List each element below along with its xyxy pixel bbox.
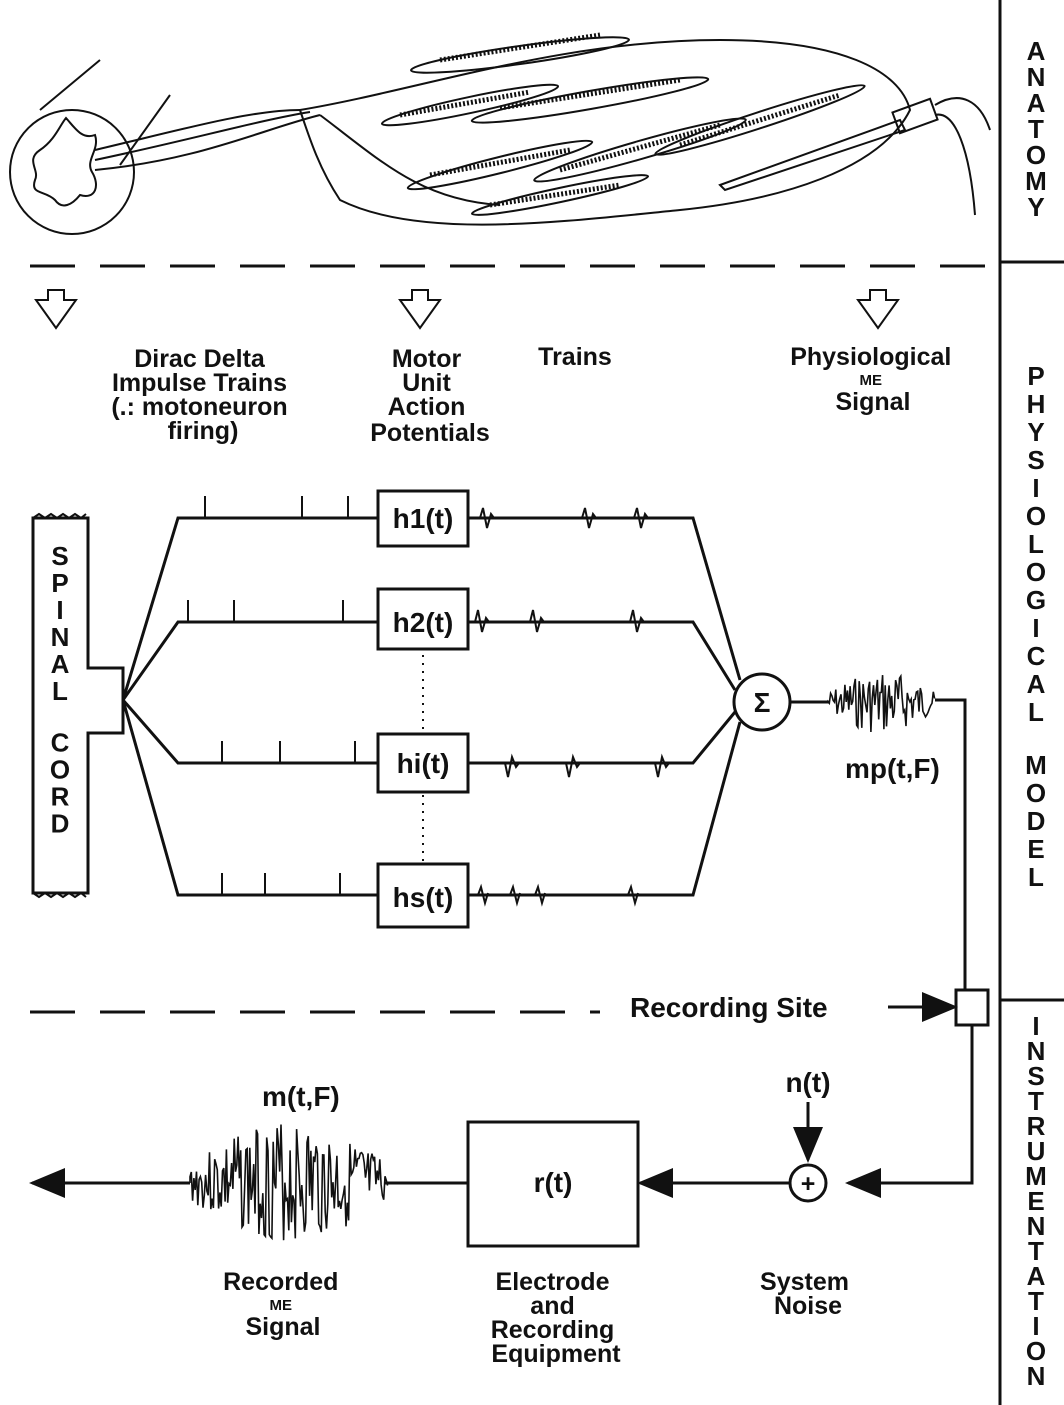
trains-label: Trains — [538, 343, 612, 371]
recording-site-label: Recording Site — [630, 992, 828, 1023]
physiological-signal-label: Physiological ME Signal — [790, 343, 956, 416]
recorded-me-signal-waveform — [189, 1124, 389, 1241]
physiological-me-signal-waveform — [827, 673, 936, 733]
hs-block: hs(t) — [376, 862, 470, 929]
noise-signal-label: n(t) — [785, 1067, 830, 1098]
h1-block: h1(t) — [376, 489, 470, 548]
muap-label: Motor Unit Action Potentials — [370, 345, 489, 447]
svg-text:r(t): r(t) — [534, 1167, 573, 1198]
motor-unit-branches — [121, 516, 742, 897]
dirac-delta-label: Dirac Delta Impulse Trains (.: motoneuro… — [111, 345, 294, 445]
spinal-cord-block — [31, 516, 125, 895]
impulse-train-spikes — [187, 496, 356, 895]
summation-node: Σ — [732, 672, 792, 732]
needle-electrode-icon — [718, 118, 907, 192]
svg-text:hs(t): hs(t) — [393, 882, 454, 913]
adder-node: + — [788, 1163, 828, 1203]
mp-signal-label: mp(t,F) — [845, 753, 940, 784]
recorded-signal-label: Recorded ME Signal — [223, 1268, 343, 1341]
anatomy-illustration — [9, 32, 991, 235]
down-arrow-icon — [34, 289, 78, 330]
spinal-cord-section-icon — [9, 109, 135, 235]
recording-site-node — [954, 988, 990, 1027]
electrode-equipment-label: Electrode and Recording Equipment — [491, 1268, 622, 1368]
muap-waveforms — [474, 507, 670, 907]
down-arrow-icon — [398, 289, 442, 330]
down-arrow-icons — [34, 289, 900, 330]
svg-text:h2(t): h2(t) — [393, 607, 454, 638]
svg-text:+: + — [801, 1170, 816, 1198]
system-noise-label: System Noise — [760, 1268, 856, 1320]
muscle-outline — [298, 38, 912, 226]
svg-text:Σ: Σ — [754, 687, 771, 718]
recording-equipment-block: r(t) — [466, 1120, 640, 1248]
svg-text:hi(t): hi(t) — [397, 748, 450, 779]
h2-block: h2(t) — [376, 587, 470, 651]
svg-text:h1(t): h1(t) — [393, 503, 454, 534]
down-arrow-icon — [856, 289, 900, 330]
hi-block: hi(t) — [376, 732, 470, 794]
m-signal-label: m(t,F) — [262, 1081, 340, 1112]
